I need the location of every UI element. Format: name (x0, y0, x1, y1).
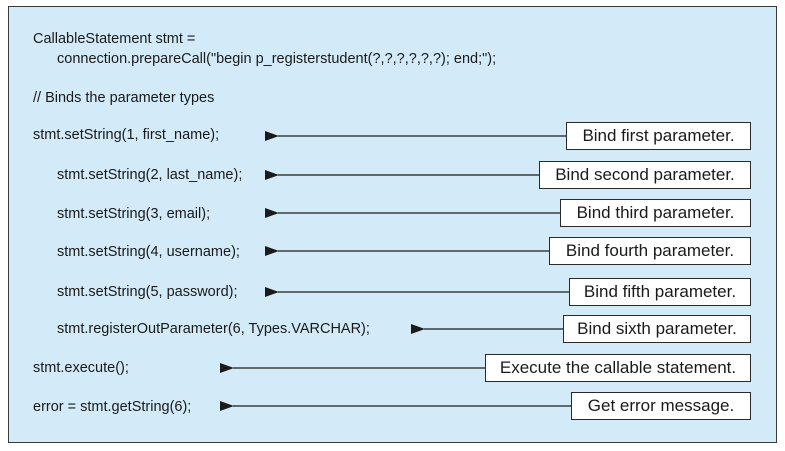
code-line-6: stmt.registerOutParameter(6, Types.VARCH… (57, 321, 370, 337)
code-line-7: stmt.execute(); (33, 360, 129, 376)
label-bind-fifth: Bind fifth parameter. (569, 278, 751, 306)
code-line-2: stmt.setString(2, last_name); (57, 167, 243, 183)
code-line-8: error = stmt.getString(6); (33, 399, 192, 415)
header-line-1: CallableStatement stmt = (33, 31, 196, 47)
label-bind-first: Bind first parameter. (566, 122, 751, 150)
code-line-1: stmt.setString(1, first_name); (33, 127, 220, 143)
label-bind-sixth: Bind sixth parameter. (563, 315, 751, 343)
label-bind-second: Bind second parameter. (539, 161, 751, 189)
comment-line: // Binds the parameter types (33, 90, 215, 106)
code-line-3: stmt.setString(3, email); (57, 206, 211, 222)
code-line-5: stmt.setString(5, password); (57, 284, 238, 300)
code-line-4: stmt.setString(4, username); (57, 244, 240, 260)
header-line-2: connection.prepareCall("begin p_register… (57, 51, 497, 67)
label-bind-third: Bind third parameter. (560, 199, 751, 227)
label-bind-fourth: Bind fourth parameter. (549, 237, 751, 265)
label-get-error: Get error message. (571, 392, 751, 420)
label-execute: Execute the callable statement. (485, 354, 751, 382)
